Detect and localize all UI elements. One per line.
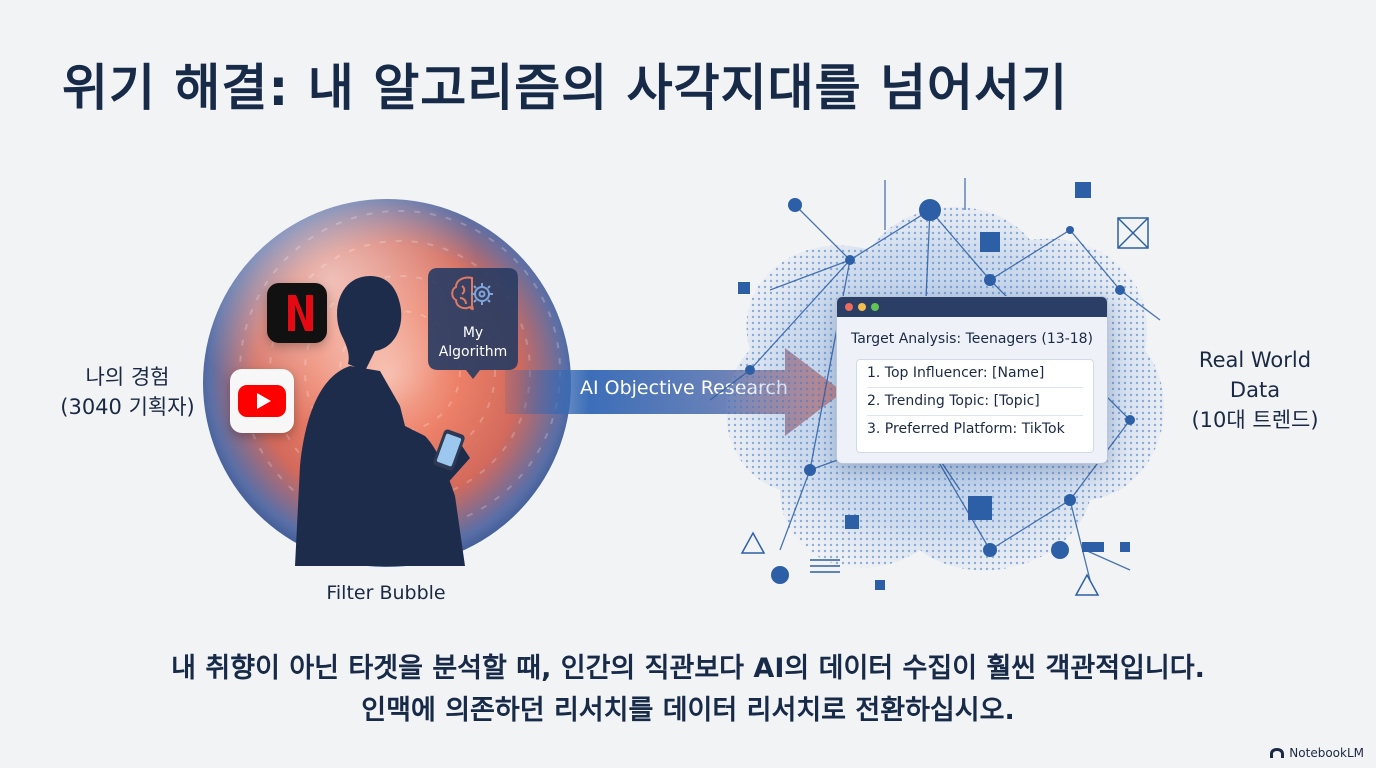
netflix-icon xyxy=(267,283,327,343)
conclusion-text: 내 취향이 아닌 타겟을 분석할 때, 인간의 직관보다 AI의 데이터 수집이… xyxy=(0,648,1376,732)
my-algorithm-line1: My xyxy=(462,325,484,341)
window-minimize-dot[interactable] xyxy=(858,303,866,311)
my-experience-line1: 나의 경험 xyxy=(85,365,170,389)
real-world-line2: Data xyxy=(1229,378,1281,402)
list-item: 1. Top Influencer: [Name] xyxy=(867,360,1083,388)
analysis-list: 1. Top Influencer: [Name] 2. Trending To… xyxy=(856,359,1094,453)
window-close-dot[interactable] xyxy=(845,303,853,311)
my-experience-label: 나의 경험 (3040 기획자) xyxy=(40,362,215,422)
target-analysis-window: Target Analysis: Teenagers (13-18) 1. To… xyxy=(836,296,1108,464)
real-world-line1: Real World xyxy=(1198,348,1312,372)
notebooklm-brand: NotebookLM xyxy=(1269,746,1364,760)
youtube-icon xyxy=(230,369,294,433)
real-world-line3: (10대 트렌드) xyxy=(1191,408,1319,432)
my-experience-line2: (3040 기획자) xyxy=(60,395,195,419)
window-maximize-dot[interactable] xyxy=(871,303,879,311)
notebooklm-logo-icon xyxy=(1270,748,1285,758)
brand-label: NotebookLM xyxy=(1289,746,1364,760)
list-item: 3. Preferred Platform: TikTok xyxy=(867,421,1065,437)
page-title: 위기 해결: 내 알고리즘의 사각지대를 넘어서기 xyxy=(62,59,1069,117)
brain-gear-icon xyxy=(451,276,493,311)
conclusion-line2: 인맥에 의존하던 리서치를 데이터 리서치로 전환하십시오. xyxy=(361,695,1015,726)
my-algorithm-label: My Algorithm xyxy=(428,324,518,362)
real-world-data-label: Real World Data (10대 트렌드) xyxy=(1180,345,1330,435)
window-title: Target Analysis: Teenagers (13-18) xyxy=(850,331,1094,347)
my-algorithm-line2: Algorithm xyxy=(438,344,508,360)
filter-bubble-caption: Filter Bubble xyxy=(326,582,446,604)
list-item: 2. Trending Topic: [Topic] xyxy=(867,388,1083,416)
my-algorithm-badge: My Algorithm xyxy=(428,268,518,379)
window-titlebar xyxy=(837,297,1107,317)
conclusion-line1: 내 취향이 아닌 타겟을 분석할 때, 인간의 직관보다 AI의 데이터 수집이… xyxy=(171,653,1205,684)
